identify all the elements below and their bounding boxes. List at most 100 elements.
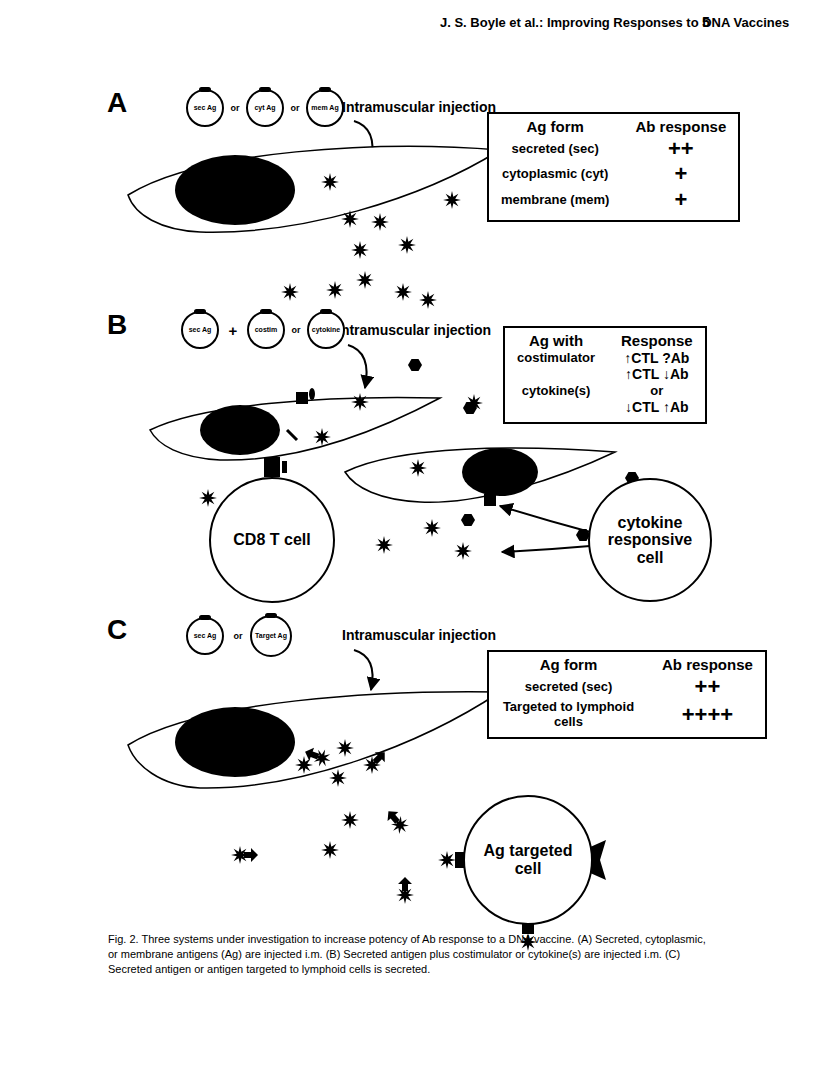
plasmid-marker [319,87,331,92]
plasmid-marker [265,613,277,618]
annotation-label: Intramuscular injection [342,628,496,642]
plasmid-circle: costim [247,311,285,349]
annotation-label: Intramuscular injection [342,100,496,114]
illustration-part [423,519,441,537]
plasmid-circle: sec Ag [181,311,219,349]
annotation-label: or [292,326,301,335]
illustration-part [465,394,483,412]
plasmid-circle: cyt Ag [246,89,284,127]
table-cell: Ag with [517,333,595,350]
table-cell: Ag form [501,119,609,136]
illustration-part [128,692,500,788]
table-cell: ↑CTL ?Ab [621,351,693,367]
cell-circle: CD8 T cell [209,477,335,603]
illustration-part [287,430,297,440]
illustration-part [398,236,416,254]
plasmid-marker [259,87,271,92]
node-label: cytokine responsive cell [600,514,700,567]
illustration-part [396,877,414,904]
illustration-part [326,281,344,299]
plasmid-circle: sec Ag [186,617,224,655]
annotation-label: or [291,104,300,113]
figure-caption: Fig. 2. Three systems under investigatio… [108,932,714,977]
node-label: Ag targeted cell [480,842,576,877]
node-label: Target Ag [255,632,287,639]
illustration-part [394,283,412,301]
illustration-part [309,388,315,400]
illustration-part [438,851,456,869]
illustration-part [419,291,437,309]
illustration-part [199,489,217,507]
table-cell: ↓CTL ↑Ab [621,400,693,416]
result-table: Ag form Ab response secreted (sec) ++ cytopl… [487,112,740,222]
illustration-part [329,769,347,787]
annotation-label: + [229,323,238,338]
illustration-part [345,448,615,502]
node-label: sec Ag [194,632,217,639]
illustration-part [454,542,472,560]
table-cell: ++ [635,137,726,162]
table-cell: cytoplasmic (cyt) [501,167,609,182]
running-header: J. S. Boyle et al.: Improving Responses … [440,15,789,30]
illustration-part [462,448,538,496]
node-label: cyt Ag [254,104,275,111]
node-label: sec Ag [194,104,217,111]
result-table: Ag with Response costimulator ↑CTL ?Ab cytok… [503,326,707,424]
illustration-part [356,271,374,289]
plasmid-marker [320,309,332,314]
table-cell: costimulator [517,351,595,366]
annotation-label: or [231,104,240,113]
panel-letter: B [107,311,127,339]
table-cell: Ab response [635,119,726,136]
table-cell: Ab response [662,657,753,674]
illustration-part [336,739,354,757]
illustration-part [502,546,590,552]
illustration-part [128,146,500,232]
illustration-part [461,514,475,526]
illustration-part [264,457,280,477]
illustration-part [409,459,427,477]
table-cell: secreted (sec) [501,142,609,157]
illustration-part [484,494,496,506]
table-cell: Ag form [501,657,636,674]
table-cell: + [635,162,726,187]
annotation-label: or [234,632,243,641]
result-table: Ag form Ab response secreted (sec) ++ Target… [487,650,767,739]
illustration-part [341,811,359,829]
illustration-part [150,397,440,460]
illustration-part [295,756,313,774]
node-label: costim [255,326,278,333]
illustration-part [321,173,339,191]
illustration-part [175,707,295,777]
illustration-part [408,359,422,371]
illustration-part [200,405,280,455]
table-cell: Targeted to lymphoid cells [501,700,636,729]
table-cell: ++ [662,675,753,700]
table-cell: or [621,384,693,399]
cell-circle: Ag targeted cell [463,795,593,925]
node-label: CD8 T cell [233,531,310,549]
table-cell: secreted (sec) [501,680,636,695]
illustration-part [354,650,373,690]
plasmid-circle: mem Ag [306,89,344,127]
illustration-part [175,155,295,225]
illustration-part [282,461,287,473]
illustration-part [500,506,590,532]
node-label: sec Ag [189,326,212,333]
table-cell: Response [621,333,693,350]
illustration-part [321,841,339,859]
plasmid-marker [194,309,206,314]
illustration-part [341,210,359,228]
plasmid-marker [199,615,211,620]
illustration-part [351,393,369,411]
table-cell: + [635,188,726,213]
illustration-part [348,345,367,388]
cell-circle: cytokine responsive cell [588,478,712,602]
illustration-part [281,283,299,301]
illustration-part [371,213,389,231]
table-cell: ++++ [662,703,753,728]
illustration-part [313,428,331,446]
table-cell: cytokine(s) [517,384,595,399]
node-label: mem Ag [311,104,338,111]
plasmid-marker [260,309,272,314]
